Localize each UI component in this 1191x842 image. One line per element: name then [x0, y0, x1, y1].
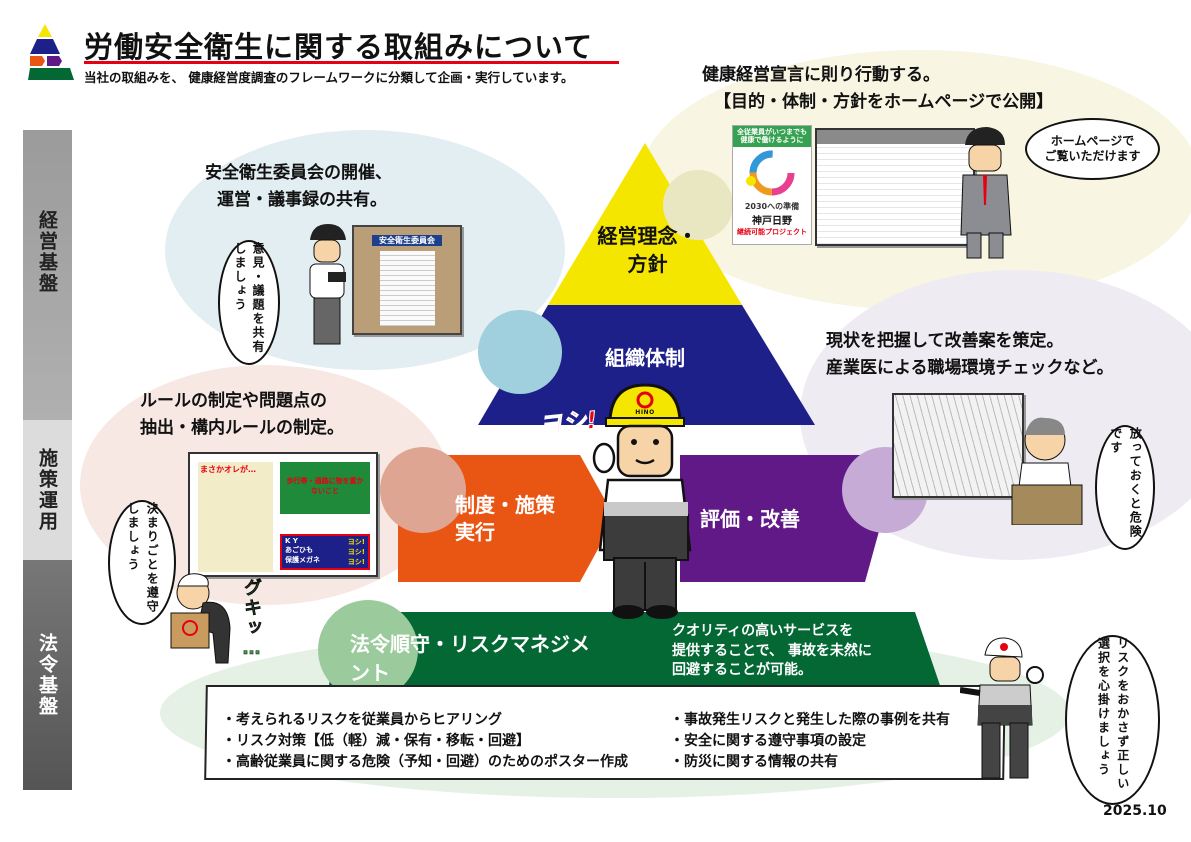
list-item: ・安全に関する遵守事項の設定	[670, 733, 866, 749]
project-poster: 全従業員がいつまでも健康で働けるように 2030への準備 神戸日野 継続可能プロ…	[732, 125, 812, 245]
pyramid-bottom-desc: クオリティの高いサービスを 提供することで、 事故を未然に 回避することが可能。	[672, 622, 872, 681]
caption-line: 運営・議事録の共有。	[217, 190, 387, 211]
photo-sign: 安全衛生委員会	[372, 235, 442, 246]
top-left-caption: 安全衛生委員会の開催、 運営・議事録の共有。	[205, 160, 392, 214]
pyramid-right-label: 評価・改善	[700, 507, 800, 531]
helmet-logo-text: HINO	[635, 409, 655, 416]
list-item: ・考えられるリスクを従業員からヒアリング	[222, 712, 502, 728]
speech-bubble: 決まりごとを遵守しましょう	[108, 500, 176, 625]
measures-list-left: ・考えられるリスクを従業員からヒアリング ・リスク対策【低（軽）減・保有・移転・…	[222, 710, 628, 773]
list-item: ・防災に関する情報の共有	[670, 754, 838, 770]
pdca-cycle-icon	[746, 150, 795, 196]
desc-line: 回避することが可能。	[672, 662, 812, 679]
poster-text: 2030への準備	[744, 201, 800, 211]
list-item: ・事故発生リスクと発生した際の事例を共有	[670, 712, 950, 728]
title-underline	[84, 61, 619, 64]
caption-line: 安全衛生委員会の開催、	[205, 163, 392, 183]
poster-text: ヨシ!	[347, 538, 365, 546]
sidebar-label: 施策運用	[36, 448, 58, 532]
pyramid-bottom-label: 法令順守・リスクマネジメント	[350, 632, 590, 685]
poster-text: ヨシ!	[347, 548, 365, 556]
bubble-text: ご覧いただけます	[1044, 149, 1141, 163]
desc-line: クオリティの高いサービスを	[672, 623, 854, 639]
sidebar-item-shisaku: 施策運用	[23, 420, 72, 560]
speech-bubble: 放っておくと危険です	[1095, 425, 1155, 550]
caption-line: 健康経営宣言に則り行動する。	[702, 65, 940, 85]
screenshot-header	[817, 130, 973, 144]
doctor-illustration	[1011, 417, 1083, 525]
accent-circle	[318, 600, 418, 700]
photo-document	[379, 251, 435, 326]
sidebar-label: 経営基盤	[36, 210, 58, 294]
list-item: ・リスク対策【低（軽）減・保有・移転・回避】	[222, 733, 530, 749]
worker-back-pain-illustration	[170, 573, 231, 664]
sound-effect: グキッ…	[241, 578, 263, 662]
speech-bubble: リスクをおかさず正しい選択を心掛けましょう	[1065, 635, 1160, 805]
top-right-caption: 健康経営宣言に則り行動する。 【目的・体制・方針をホームページで公開】	[702, 62, 1053, 116]
sidebar-item-hourei: 法令基盤	[23, 560, 72, 790]
pyramid-middle	[478, 305, 815, 425]
poster-text: 保護メガネ	[285, 556, 320, 564]
poster-text: K Y	[285, 537, 298, 545]
committee-photo: 安全衛生委員会	[352, 225, 462, 335]
poster-masaka: まさかオレが…	[198, 462, 273, 572]
list-item: ・高齢従業員に関する危険（予知・回避）のためのポスター作成	[222, 754, 628, 770]
homepage-screenshot	[815, 128, 975, 246]
measures-list-right: ・事故発生リスクと発生した際の事例を共有 ・安全に関する遵守事項の設定 ・防災に…	[670, 710, 950, 773]
mechanic-with-megaphone-illustration	[960, 637, 1044, 779]
accent-circle	[663, 170, 733, 240]
pyramid-top	[548, 143, 742, 305]
left-caption: ルールの制定や問題点の 抽出・構内ルールの制定。	[140, 388, 344, 442]
woman-with-tablet-illustration	[309, 224, 346, 345]
accent-circle	[478, 310, 562, 394]
pyramid-middle-label: 組織体制	[605, 346, 685, 370]
caption-line: 抽出・構内ルールの制定。	[140, 418, 344, 439]
caption-line: ルールの制定や問題点の	[140, 391, 327, 411]
caption-line: 産業医による職場環境チェックなど。	[826, 358, 1114, 379]
speech-bubble: ホームページで ご覧いただけます	[1025, 118, 1160, 180]
pyramid-left-label: 制度・施策実行	[455, 493, 555, 544]
logo-icon	[28, 24, 74, 80]
speech-bubble: 意見・議題を共有しましょう	[218, 240, 280, 365]
poster-text: ヨシ!	[347, 558, 365, 566]
bubble-text: ホームページで	[1050, 134, 1135, 148]
pyramid-top-label: 経営理念・方針	[597, 224, 698, 276]
inspection-documents-photo	[892, 393, 1024, 498]
page-title: 労働安全衛生に関する取組みについて	[84, 30, 594, 64]
poster-text: まさかオレが…	[200, 465, 256, 474]
right-caption: 現状を把握して改善案を策定。 産業医による職場環境チェックなど。	[826, 328, 1114, 382]
desc-line: 提供することで、 事故を未然に	[672, 642, 872, 659]
poster-walkway: 歩行帯・通路に物を置かないこと	[280, 462, 370, 514]
page-subtitle: 当社の取組みを、 健康経営度調査のフレームワークに分類して企画・実行しています。	[84, 70, 574, 85]
accent-circle	[380, 447, 466, 533]
poster-text: あごひも	[285, 546, 313, 554]
sidebar-item-keiei: 経営基盤	[23, 130, 72, 420]
businessman-illustration	[960, 127, 1012, 259]
caption-line: 【目的・体制・方針をホームページで公開】	[714, 92, 1054, 113]
date-label: 2025.10	[1103, 803, 1167, 819]
caption-line: 現状を把握して改善案を策定。	[826, 331, 1064, 351]
poster-banner: 全従業員がいつまでも健康で働けるように	[733, 126, 811, 147]
safety-worker-illustration	[592, 383, 692, 619]
sidebar-label: 法令基盤	[36, 633, 58, 717]
yoshi-text: ヨシ!	[536, 405, 599, 440]
poster-text: 神戸日野	[752, 215, 792, 227]
poster-text: 継続可能プロジェクト	[737, 227, 807, 236]
pyramid-bottom	[328, 612, 945, 700]
